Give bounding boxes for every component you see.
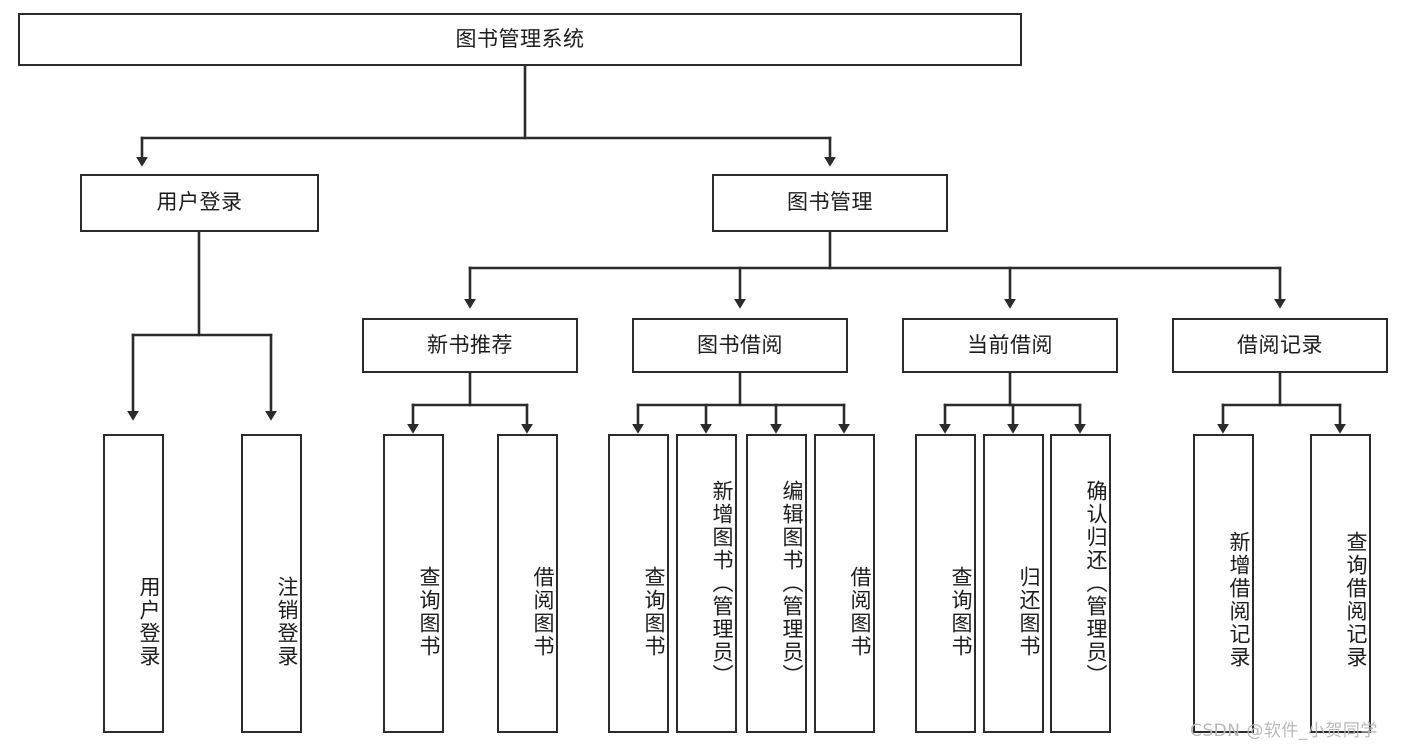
node-label: 图书管理系统 <box>455 26 585 51</box>
node-label: 查询图书 <box>642 565 666 658</box>
node-book-borrow[interactable]: 图书借阅 <box>632 318 848 373</box>
node-label: 注销登录 <box>275 575 299 668</box>
node-label: 查询图书 <box>949 565 973 658</box>
leaf-current-confirm-return-admin[interactable]: 确认归还（管理员） <box>1050 434 1111 733</box>
node-label: 查询借阅记录 <box>1344 530 1368 669</box>
leaf-current-query-book[interactable]: 查询图书 <box>915 434 976 733</box>
leaf-recommend-query-book[interactable]: 查询图书 <box>383 434 444 733</box>
leaf-record-query-record[interactable]: 查询借阅记录 <box>1310 434 1371 733</box>
leaf-user-login-signin[interactable]: 用户登录 <box>103 434 164 733</box>
node-label: 确认归还（管理员） <box>1084 480 1108 687</box>
node-label: 图书管理 <box>787 190 873 215</box>
leaf-borrow-edit-book-admin[interactable]: 编辑图书（管理员） <box>746 434 807 733</box>
node-root-system[interactable]: 图书管理系统 <box>18 13 1022 66</box>
node-label: 新书推荐 <box>427 332 513 357</box>
node-label: 新增借阅记录 <box>1227 530 1251 669</box>
node-label: 用户登录 <box>137 575 161 668</box>
node-label: 归还图书 <box>1017 565 1041 658</box>
node-user-login[interactable]: 用户登录 <box>80 174 319 232</box>
node-label: 用户登录 <box>156 190 243 215</box>
leaf-record-add-record[interactable]: 新增借阅记录 <box>1193 434 1254 733</box>
node-label: 新增图书（管理员） <box>710 480 734 687</box>
leaf-borrow-query-book[interactable]: 查询图书 <box>608 434 669 733</box>
node-new-book-recommend[interactable]: 新书推荐 <box>362 318 578 373</box>
node-current-borrow[interactable]: 当前借阅 <box>902 318 1118 373</box>
leaf-borrow-add-book-admin[interactable]: 新增图书（管理员） <box>676 434 737 733</box>
leaf-current-return-book[interactable]: 归还图书 <box>983 434 1044 733</box>
leaf-borrow-borrow-book[interactable]: 借阅图书 <box>814 434 875 733</box>
leaf-recommend-borrow-book[interactable]: 借阅图书 <box>497 434 558 733</box>
node-book-management[interactable]: 图书管理 <box>712 174 948 232</box>
node-label: 查询图书 <box>417 565 441 658</box>
node-label: 借阅图书 <box>848 565 872 658</box>
node-label: 图书借阅 <box>697 332 783 357</box>
csdn-watermark: CSDN @软件_小贺同学 <box>1190 721 1378 741</box>
node-label: 当前借阅 <box>967 332 1053 357</box>
node-borrow-record[interactable]: 借阅记录 <box>1172 318 1388 373</box>
node-label: 编辑图书（管理员） <box>780 480 804 687</box>
node-label: 借阅记录 <box>1237 332 1323 357</box>
leaf-user-login-signout[interactable]: 注销登录 <box>241 434 302 733</box>
node-label: 借阅图书 <box>531 565 555 658</box>
